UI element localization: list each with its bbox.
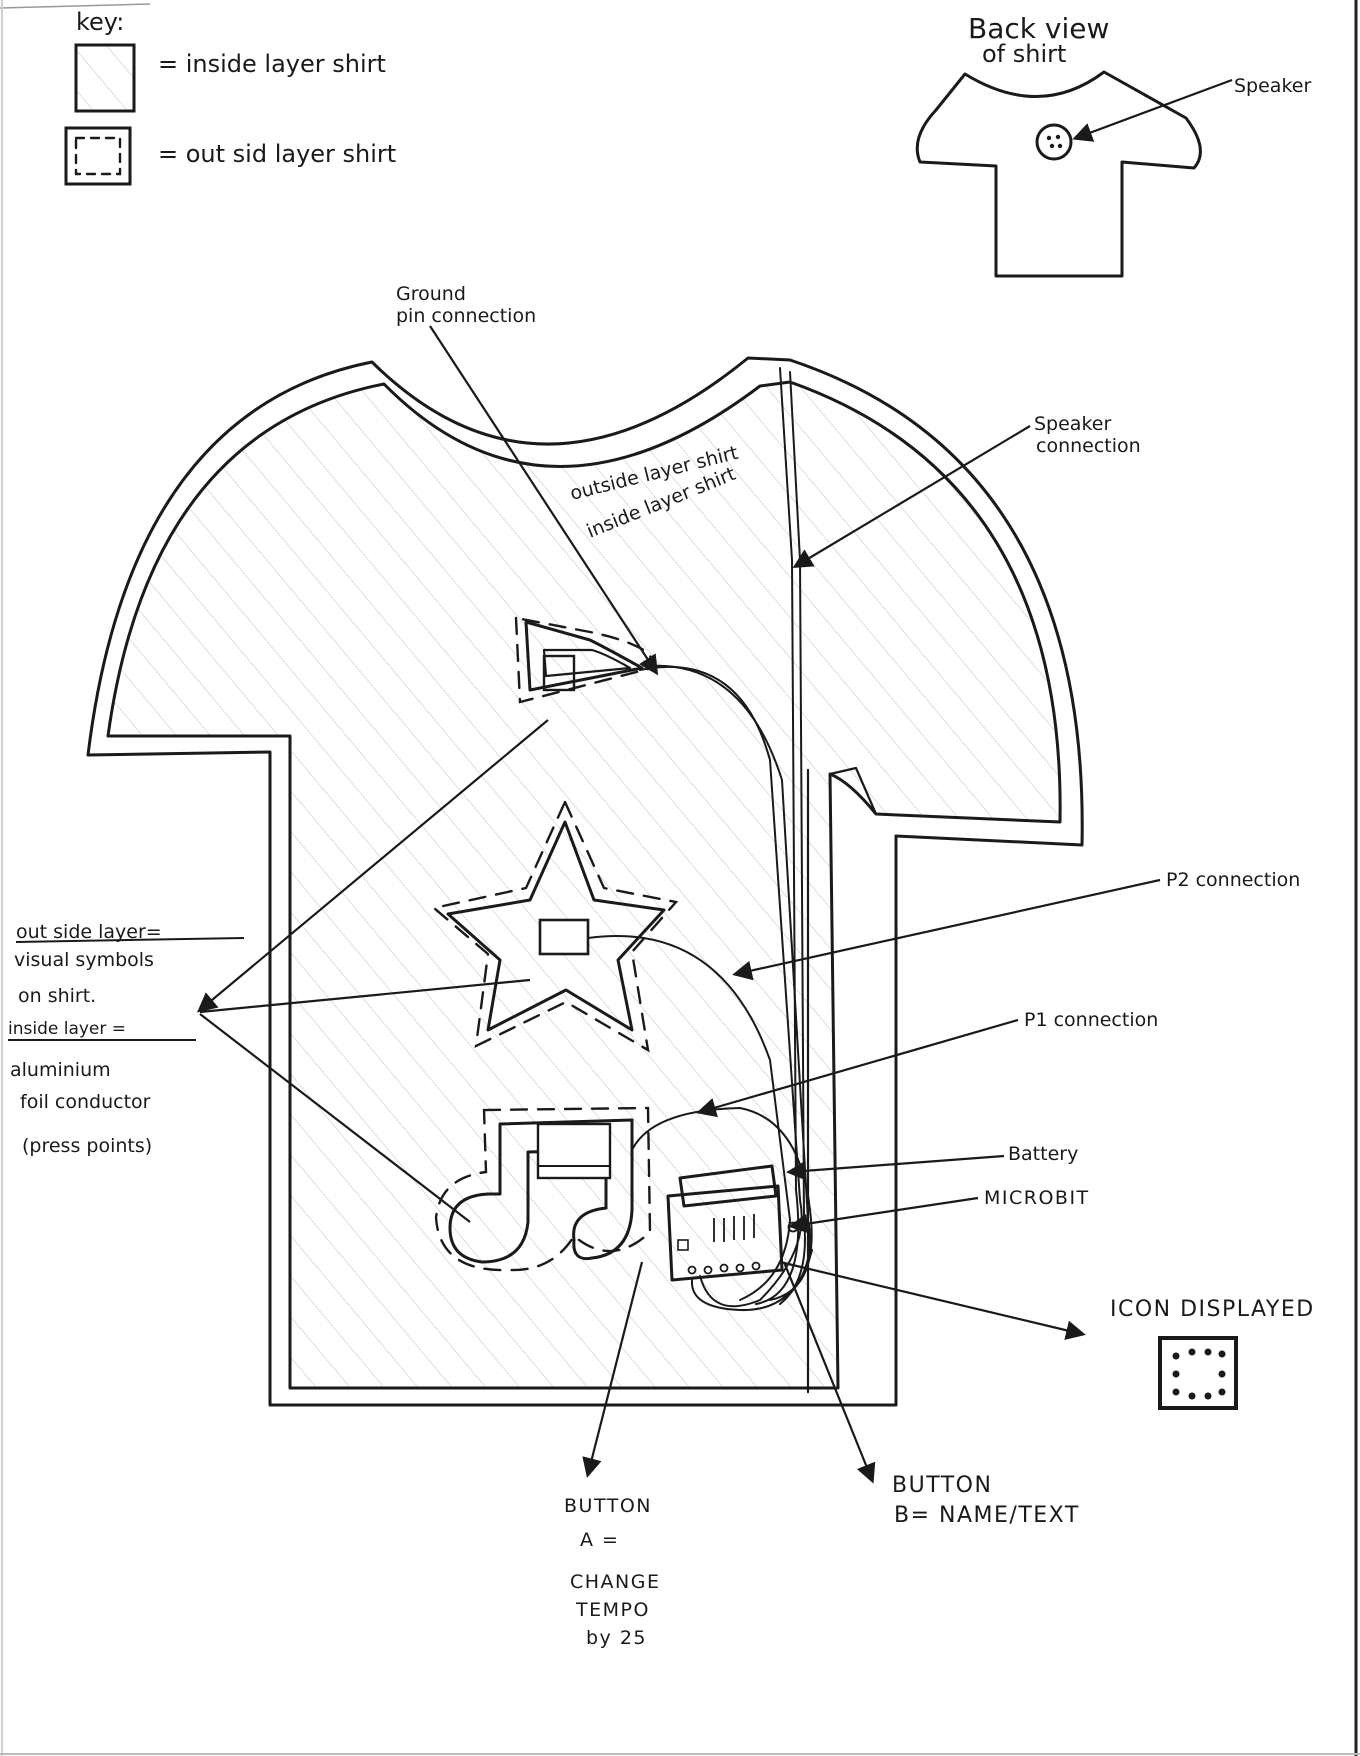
shirt-inner-layer: [108, 382, 1060, 1388]
ground-label-line2: pin connection: [396, 305, 536, 327]
icon-displayed-label: ICON DISPLAYED: [1110, 1297, 1315, 1322]
microbit-label: MICROBIT: [984, 1187, 1090, 1209]
outside-layer-swatch: [66, 128, 130, 184]
button-a-line2: A =: [580, 1529, 619, 1551]
side-note-line4: inside layer =: [8, 1019, 126, 1039]
icon-displayed-annotation: ICON DISPLAYED: [780, 1262, 1315, 1408]
p2-connection-label: P2 connection: [1166, 869, 1300, 891]
button-a-line4: TEMPO: [575, 1599, 650, 1621]
side-note-line3: on shirt.: [18, 985, 96, 1007]
button-a-line5: by 25: [586, 1627, 647, 1649]
front-shirt: outside layer shirt inside layer shirt: [88, 358, 1082, 1405]
led-icon: [1160, 1338, 1236, 1408]
p1-connection-label: P1 connection: [1024, 1009, 1158, 1031]
side-note-line2: visual symbols: [14, 949, 154, 971]
key-legend: key: = inside layer shirt = out sid laye…: [66, 8, 396, 184]
back-speaker-icon: [1037, 125, 1071, 159]
side-note-line7: (press points): [22, 1135, 152, 1157]
speaker-connection-line2: connection: [1036, 435, 1141, 457]
key-outside-layer-label: = out sid layer shirt: [158, 140, 396, 168]
back-speaker-label: Speaker: [1234, 75, 1311, 97]
button-a-line3: CHANGE: [570, 1571, 661, 1593]
button-b-line2: B= NAME/TEXT: [894, 1503, 1080, 1528]
side-note-line5: aluminium: [10, 1059, 111, 1081]
key-title: key:: [76, 8, 124, 36]
inside-layer-swatch: [76, 45, 134, 111]
back-view-subtitle: of shirt: [982, 40, 1066, 68]
back-view: Back view of shirt Speaker: [917, 12, 1311, 276]
side-note-line6: foil conductor: [20, 1091, 151, 1113]
battery-label: Battery: [1008, 1143, 1078, 1165]
back-view-shirt-outline: [917, 72, 1200, 276]
button-a-line1: BUTTON: [564, 1495, 652, 1517]
ground-label-line1: Ground: [396, 283, 466, 305]
speaker-connection-line1: Speaker: [1034, 413, 1111, 435]
key-inside-layer-label: = inside layer shirt: [158, 50, 386, 78]
speaker-arrow: [1076, 80, 1232, 138]
button-b-line1: BUTTON: [892, 1473, 992, 1498]
